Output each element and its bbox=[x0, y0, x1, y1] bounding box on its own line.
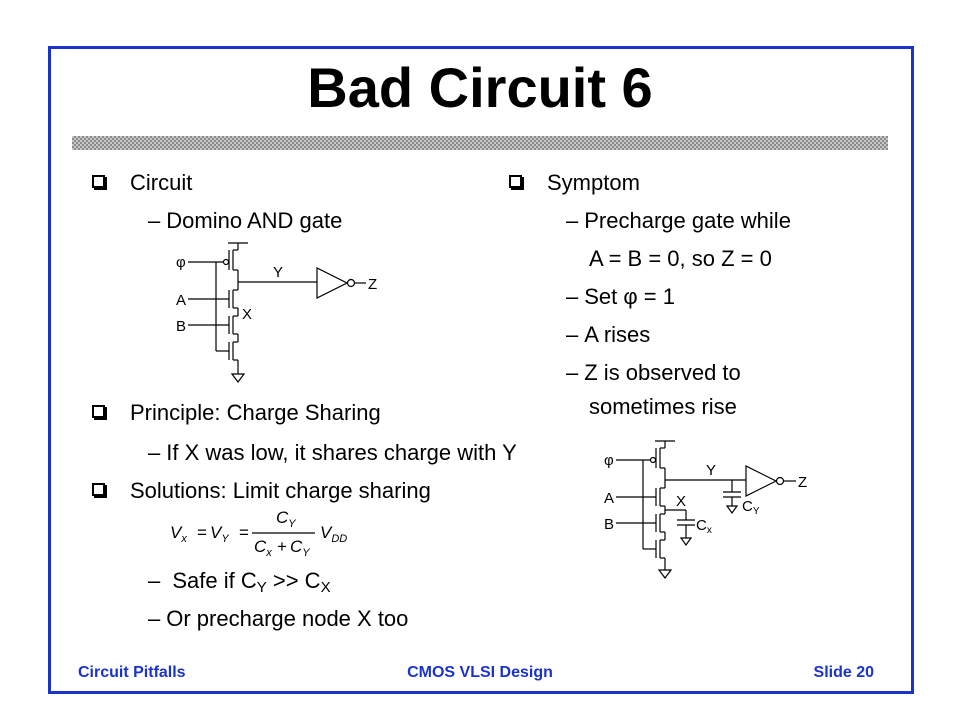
circuit2-cy-label: CY bbox=[742, 498, 760, 517]
checkbox-bullet-icon bbox=[92, 175, 105, 188]
circuit1-x-label: X bbox=[242, 306, 252, 323]
safe-sub-x: X bbox=[320, 579, 331, 596]
circuit2-phi-label: φ bbox=[604, 452, 614, 469]
svg-text:VDD: VDD bbox=[320, 523, 347, 545]
solutions-heading: Solutions: Limit charge sharing bbox=[130, 478, 431, 503]
circuit-heading: Circuit bbox=[130, 170, 193, 195]
circuit1-b-label: B bbox=[176, 318, 186, 335]
svg-text:+: + bbox=[277, 537, 287, 556]
footer-center: CMOS VLSI Design bbox=[407, 664, 553, 681]
domino-and-circuit: φ A B Y X Z bbox=[176, 242, 377, 383]
safe-mid: >> C bbox=[266, 568, 321, 593]
symptom-item-1-line-2: A = B = 0, so Z = 0 bbox=[589, 246, 772, 271]
svg-text:CY: CY bbox=[276, 508, 296, 530]
checkbox-bullet-icon bbox=[92, 405, 105, 418]
svg-text:=: = bbox=[197, 523, 207, 542]
circuit2-z-label: Z bbox=[798, 474, 807, 491]
footer-left: Circuit Pitfalls bbox=[78, 664, 186, 681]
circuit1-phi-label: φ bbox=[176, 254, 186, 271]
precharge-item: Or precharge node X too bbox=[148, 606, 408, 632]
svg-text:Vx: Vx bbox=[170, 523, 187, 545]
circuit2-x-label: X bbox=[676, 493, 686, 510]
symptom-item-4-line-2: sometimes rise bbox=[589, 394, 737, 419]
svg-text:CY: CY bbox=[290, 537, 310, 556]
symptom-item-3: A rises bbox=[566, 322, 650, 348]
safe-sub-y: Y bbox=[256, 579, 267, 596]
circuit2-y-label: Y bbox=[706, 462, 716, 479]
title-divider bbox=[72, 136, 888, 150]
slide-frame bbox=[48, 46, 914, 694]
svg-text:=: = bbox=[239, 523, 249, 542]
checkbox-bullet-icon bbox=[92, 483, 105, 496]
circuit2-cx-label: Cx bbox=[696, 517, 712, 536]
circuit2-a-label: A bbox=[604, 490, 614, 507]
circuit1-y-label: Y bbox=[273, 264, 283, 281]
safe-item: Safe if CY >> CX bbox=[148, 568, 331, 596]
charge-sharing-equation: Vx = VY = CY Cx + CY VDD bbox=[170, 508, 347, 556]
circuit-item: Domino AND gate bbox=[148, 208, 342, 234]
slide-title: Bad Circuit 6 bbox=[307, 56, 653, 119]
symptom-heading: Symptom bbox=[547, 170, 640, 195]
footer-right: Slide 20 bbox=[813, 664, 874, 681]
svg-text:VY: VY bbox=[210, 523, 229, 545]
circuit1-a-label: A bbox=[176, 292, 186, 309]
principle-heading: Principle: Charge Sharing bbox=[130, 400, 381, 425]
charge-sharing-circuit: φ A B Y X Z CY Cx bbox=[604, 440, 807, 579]
symptom-item-1-line-1: Precharge gate while bbox=[566, 208, 791, 234]
checkbox-bullet-icon bbox=[509, 175, 522, 188]
symptom-item-4-line-1: Z is observed to bbox=[566, 360, 741, 386]
circuit1-z-label: Z bbox=[368, 276, 377, 293]
principle-item: If X was low, it shares charge with Y bbox=[148, 440, 517, 466]
safe-prefix: Safe if C bbox=[172, 568, 257, 593]
circuit2-b-label: B bbox=[604, 516, 614, 533]
svg-text:Cx: Cx bbox=[254, 537, 272, 556]
symptom-item-2: Set φ = 1 bbox=[566, 284, 675, 310]
